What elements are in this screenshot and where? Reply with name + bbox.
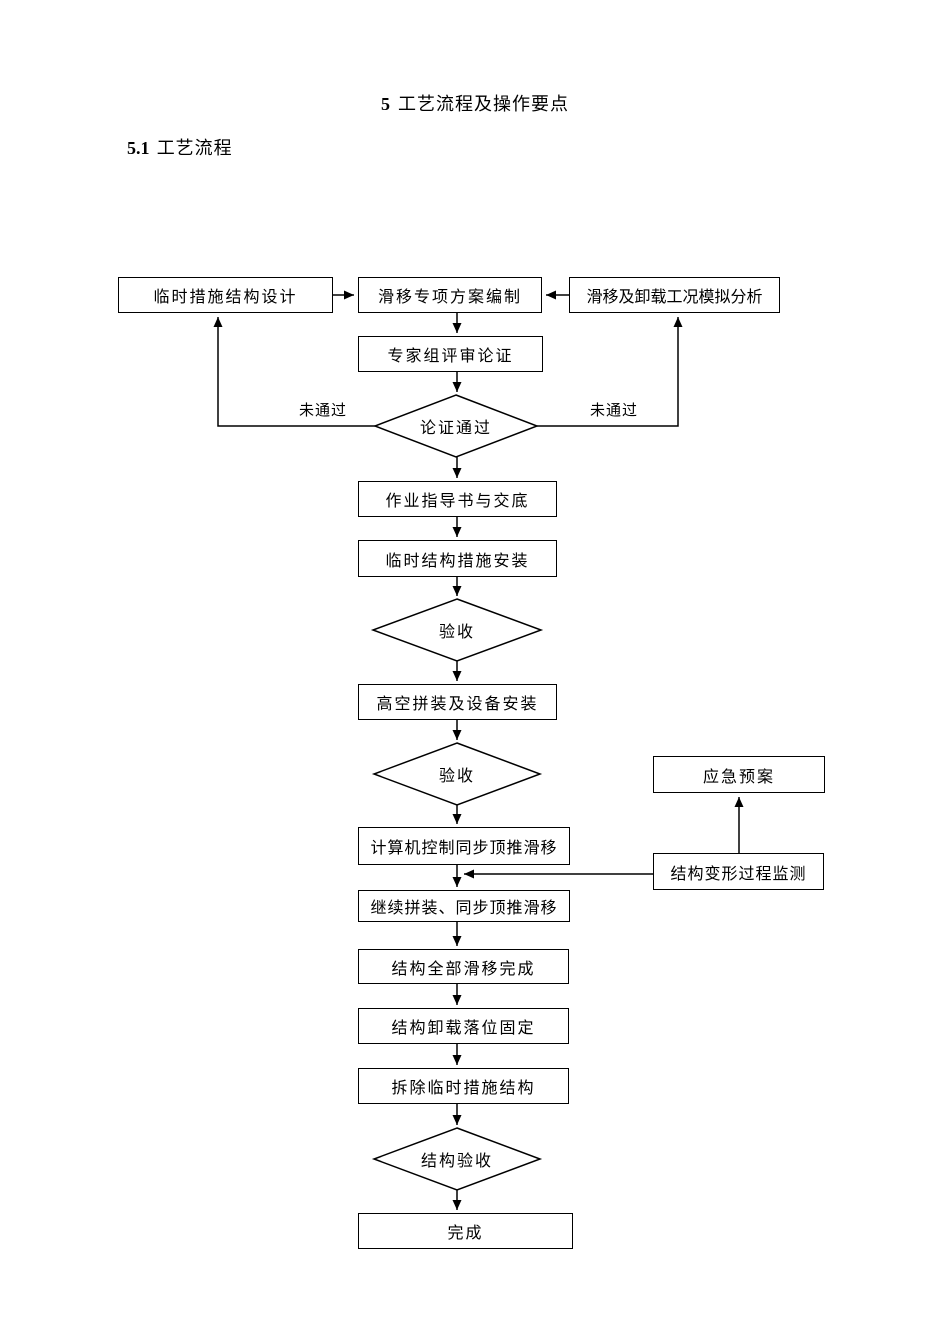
edge-fail-right-feedback [537, 317, 683, 427]
diamond-review-pass-shape [372, 394, 540, 458]
node-simulation: 滑移及卸载工况模拟分析 [569, 277, 780, 313]
node-complete: 完成 [358, 1213, 573, 1249]
flowchart-edges [213, 290, 744, 1210]
node-acceptance2-label: 验收 [438, 768, 475, 785]
node-aerial-assembly: 高空拼装及设备安装 [358, 684, 557, 720]
diamond-structure-acceptance-shape [371, 1127, 543, 1191]
edge-fail-left-feedback [213, 317, 375, 427]
chapter-heading: 5 工艺流程及操作要点 [0, 90, 950, 116]
diamond-acceptance1-shape [370, 598, 544, 662]
node-expert-review: 专家组评审论证 [358, 336, 543, 372]
node-work-instruction: 作业指导书与交底 [358, 481, 557, 517]
node-emergency-plan: 应急预案 [653, 756, 825, 793]
node-deformation-monitor: 结构变形过程监测 [653, 853, 824, 890]
decision-diamonds [370, 394, 544, 1191]
node-continue-assembly: 继续拼装、同步顶推滑移 [358, 890, 570, 922]
section-title-text: 工艺流程 [156, 138, 233, 158]
chapter-title-text: 工艺流程及操作要点 [398, 94, 570, 114]
diamond-acceptance2-shape [371, 742, 543, 806]
node-temp-install: 临时结构措施安装 [358, 540, 557, 577]
node-dismantle: 拆除临时措施结构 [358, 1068, 569, 1104]
node-sliding-complete: 结构全部滑移完成 [358, 949, 569, 984]
edge-label-fail-left: 未通过 [298, 403, 347, 419]
node-acceptance1-label: 验收 [438, 624, 475, 641]
section-number: 5.1 [127, 138, 150, 158]
node-review-pass-label: 论证通过 [419, 420, 492, 437]
node-computer-sliding: 计算机控制同步顶推滑移 [358, 827, 570, 865]
chapter-number: 5 [380, 94, 390, 114]
node-unload-fix: 结构卸载落位固定 [358, 1008, 569, 1044]
edge-label-fail-right: 未通过 [589, 403, 638, 419]
node-temp-design: 临时措施结构设计 [118, 277, 333, 313]
node-scheme: 滑移专项方案编制 [358, 277, 542, 313]
node-structure-acceptance-label: 结构验收 [420, 1153, 493, 1170]
section-heading: 5.1 工艺流程 [127, 134, 233, 160]
